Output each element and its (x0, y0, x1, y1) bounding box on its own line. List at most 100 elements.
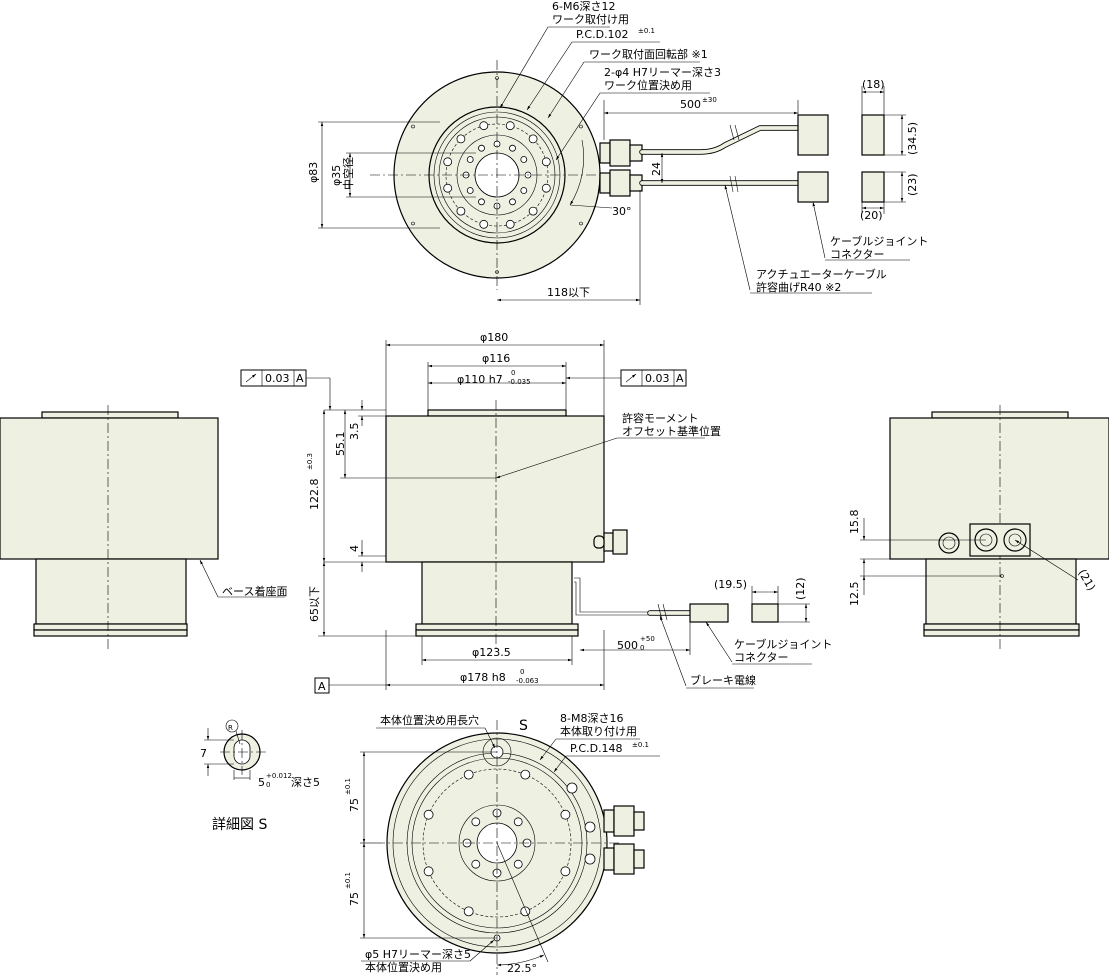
svg-text:0: 0 (266, 781, 270, 789)
svg-text:0: 0 (520, 668, 524, 676)
top-inner-hole (478, 198, 485, 206)
svg-text:本体位置決め用長穴: 本体位置決め用長穴 (380, 713, 479, 727)
svg-text:φ178 h8: φ178 h8 (460, 671, 506, 684)
svg-text:15.8: 15.8 (848, 510, 861, 535)
svg-text:A: A (676, 372, 684, 385)
geom-tol-right: 0.03 A (566, 369, 687, 387)
svg-text:(18): (18) (862, 78, 885, 91)
svg-text:本体取り付け用: 本体取り付け用 (560, 724, 637, 738)
svg-text:±0.1: ±0.1 (638, 27, 655, 35)
svg-text:アクチュエーターケーブル: アクチュエーターケーブル (756, 267, 887, 281)
top-bolt-hole (528, 206, 538, 216)
svg-text:(19.5): (19.5) (714, 578, 747, 591)
right-annotations: 15.8 12.5 (21) (848, 510, 1098, 607)
bottom-annotations: 本体位置決め用長穴 S 8-M8深さ16 本体取り付け用 P.C.D.148 ±… (344, 712, 660, 975)
svg-text:S: S (519, 718, 528, 734)
svg-text:-0.063: -0.063 (516, 677, 539, 685)
svg-text:12.5: 12.5 (848, 582, 861, 607)
svg-text:0: 0 (640, 644, 644, 652)
svg-text:許容曲げR40 ※2: 許容曲げR40 ※2 (756, 280, 841, 294)
bottom-inner-hole (513, 817, 523, 827)
svg-text:オフセット基準位置: オフセット基準位置 (622, 424, 721, 438)
top-connector-side-lower (861, 171, 885, 203)
bottom-inner-hole (471, 817, 481, 827)
top-flange-dot (579, 221, 583, 226)
svg-text:75: 75 (348, 892, 361, 906)
svg-text:φ5 H7リーマー深さ5: φ5 H7リーマー深さ5 (365, 948, 471, 961)
svg-text:許容モーメント: 許容モーメント (622, 411, 699, 425)
svg-text:22.5°: 22.5° (507, 962, 537, 975)
top-bolt-hole (443, 183, 453, 193)
bottom-bolt-hole (560, 809, 571, 820)
svg-text:本体位置決め用: 本体位置決め用 (365, 960, 442, 974)
top-connector-lower (599, 169, 643, 197)
svg-text:500: 500 (680, 98, 701, 111)
svg-text:φ35: φ35 (330, 165, 343, 186)
bottom-inner-hole (471, 859, 481, 869)
label-m6-use: ワーク取付け用 (552, 13, 629, 26)
geom-tol-left: 0.03 A (240, 369, 332, 410)
top-bolt-hole (541, 157, 551, 167)
svg-text:(12): (12) (794, 577, 807, 600)
label-reamer4: 2-φ4 H7リーマー深さ3 (604, 66, 721, 79)
top-bolt-hole (505, 219, 515, 229)
svg-text:±0.1: ±0.1 (344, 778, 352, 795)
top-bolt-holes (443, 121, 551, 229)
bottom-bolt-hole (520, 769, 531, 780)
svg-text:3.5: 3.5 (348, 423, 361, 441)
svg-text:±0.3: ±0.3 (306, 453, 314, 470)
svg-text:122.8: 122.8 (308, 479, 321, 511)
top-inner-hole (520, 187, 528, 194)
svg-text:深さ5: 深さ5 (291, 776, 320, 789)
front-main-body (385, 415, 605, 563)
svg-text:ケーブルジョイント: ケーブルジョイント (734, 637, 832, 651)
top-bolt-hole (541, 183, 551, 193)
top-joint-connector-upper (797, 114, 829, 156)
svg-text:A: A (296, 372, 304, 385)
bottom-bolt-hole (423, 866, 434, 877)
svg-text:(21): (21) (1075, 567, 1098, 593)
svg-text:φ110 h7: φ110 h7 (457, 373, 503, 386)
top-bolt-hole (456, 134, 466, 144)
bottom-bolt-hole (463, 906, 474, 917)
svg-text:±30: ±30 (702, 96, 717, 104)
bottom-bolt-hole (520, 906, 531, 917)
bottom-inner-hole (513, 859, 523, 869)
svg-text:中空径: 中空径 (341, 157, 355, 190)
top-inner-hole (509, 198, 516, 206)
svg-text:5: 5 (258, 776, 265, 789)
front-view (385, 400, 779, 650)
top-inner-hole (520, 156, 528, 163)
svg-text:-0.035: -0.035 (508, 378, 531, 386)
top-flange-dot (579, 124, 583, 129)
front-annotations: φ180 φ116 φ110 h7 0 -0.035 0.03 A 0.03 A… (240, 331, 832, 694)
svg-text:65以下: 65以下 (308, 586, 321, 622)
svg-text:0.03: 0.03 (265, 372, 290, 385)
front-base-block (421, 561, 573, 625)
top-connector-upper (599, 139, 643, 167)
svg-text:コネクター: コネクター (830, 248, 885, 261)
svg-text:24: 24 (650, 162, 663, 176)
top-inner-hole (509, 144, 516, 152)
svg-text:+50: +50 (640, 635, 655, 643)
top-view (370, 60, 885, 290)
top-flange-dot (411, 124, 415, 129)
svg-text:A: A (318, 680, 326, 693)
top-flange-dot (495, 270, 499, 274)
bottom-bolt-holes (423, 769, 571, 917)
svg-text:φ83: φ83 (307, 162, 320, 183)
svg-text:R: R (228, 724, 233, 732)
svg-text:ブレーキ電線: ブレーキ電線 (690, 673, 756, 687)
top-joint-connector-lower (797, 171, 829, 203)
brake-joint-connector (689, 603, 729, 623)
top-annotations: 6-M6深さ12 ワーク取付け用 P.C.D.102 ±0.1 ワーク取付面回転… (307, 0, 928, 305)
left-main-body (0, 417, 219, 560)
svg-text:500: 500 (617, 639, 638, 652)
svg-text:φ180: φ180 (480, 331, 508, 344)
svg-text:±0.1: ±0.1 (632, 741, 649, 749)
label-m6: 6-M6深さ12 (552, 0, 615, 13)
svg-text:118以下: 118以下 (547, 286, 590, 299)
svg-text:0.03: 0.03 (645, 372, 670, 385)
top-bolt-hole (505, 121, 515, 131)
detail-s: 7 R 5 +0.012 0 深さ5 詳細図 S (200, 719, 320, 833)
